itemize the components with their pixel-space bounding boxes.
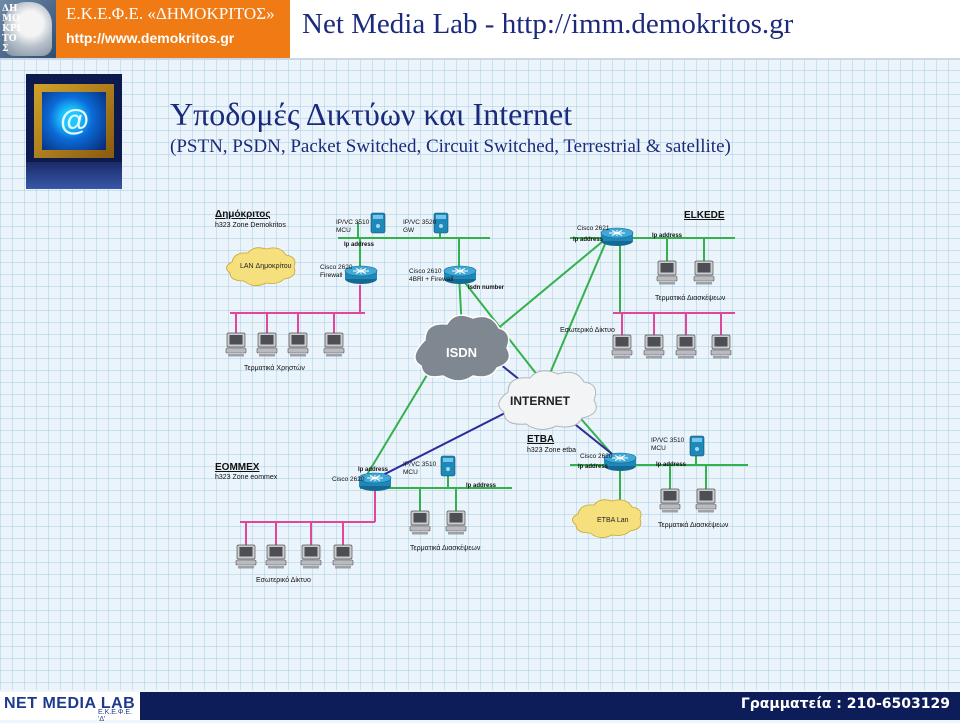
mcu-etba-label-2: MCU bbox=[651, 445, 666, 452]
mcu-demokritos-label-2: MCU bbox=[336, 227, 351, 234]
pc-eommex-5 bbox=[300, 544, 322, 569]
ip-address-elkede: Ip address bbox=[573, 237, 604, 243]
isdn-number-label: Isdn number bbox=[468, 285, 505, 291]
gw-demokritos-label-1: IP/VC 3520 bbox=[403, 219, 437, 226]
etba-terminals-label: Τερματικά Διασκέψεων bbox=[658, 521, 729, 529]
etba-lan-cloud bbox=[572, 499, 642, 538]
pc-etba-1 bbox=[659, 488, 681, 513]
link-elkede-isdn bbox=[489, 236, 609, 336]
users-terminals-label: Τερματικά Χρηστών bbox=[244, 364, 305, 372]
cisco-2621-label: Cisco 2621 bbox=[577, 225, 610, 232]
pc-eommex-3 bbox=[235, 544, 257, 569]
ip-address-etba: Ip address bbox=[578, 464, 609, 470]
pc-elkede-5 bbox=[675, 334, 697, 359]
header-bar: ΔΗ ΜΟ ΚΡΙ ΤΟ Σ Ε.Κ.Ε.Φ.Ε. «ΔΗΜΟΚΡΙΤΟΣ» h… bbox=[0, 0, 960, 60]
pc-demokritos-4 bbox=[323, 332, 345, 357]
cisco-2610-label-2: 4BRI + Firewall bbox=[409, 276, 454, 283]
mcu-demokritos-device bbox=[370, 212, 386, 234]
net-media-lab-logo: NET MEDIA LAB Ε.Κ.Ε.Φ.Ε. 'Δ' bbox=[0, 692, 140, 723]
etba-title: ETBA bbox=[527, 434, 554, 445]
slide-title: Υποδομές Δικτύων και Internet bbox=[170, 96, 573, 132]
footer-logo-sub: Ε.Κ.Ε.Φ.Ε. 'Δ' bbox=[98, 709, 132, 723]
demokritos-logo: ΔΗ ΜΟ ΚΡΙ ΤΟ Σ bbox=[0, 0, 56, 58]
lab-title: Net Media Lab - http://imm.demokritos.gr bbox=[302, 8, 794, 40]
ip-address-demokritos: Ip address bbox=[344, 242, 375, 248]
demokritos-title: Δημόκριτος bbox=[215, 209, 271, 220]
at-sign-icon: @ bbox=[60, 104, 90, 137]
pc-elkede-2 bbox=[693, 260, 715, 285]
pc-etba-2 bbox=[695, 488, 717, 513]
footer-bar: NET MEDIA LAB Ε.Κ.Ε.Φ.Ε. 'Δ' Γραμματεία … bbox=[0, 692, 960, 723]
org-name: Ε.Κ.Ε.Φ.Ε. «ΔΗΜΟΚΡΙΤΟΣ» bbox=[66, 4, 275, 23]
secretariat-phone: Γραμματεία : 210-6503129 bbox=[740, 696, 950, 712]
logo-lettering: ΔΗ ΜΟ ΚΡΙ ΤΟ Σ bbox=[2, 4, 21, 54]
elkede-title: ELKEDE bbox=[684, 210, 725, 221]
demokritos-bust-icon bbox=[4, 2, 52, 56]
etba-zone: h323 Zone etba bbox=[527, 447, 576, 454]
pc-demokritos-2 bbox=[256, 332, 278, 357]
mcu-eommex-label-1: IP/VC 3510 bbox=[403, 461, 437, 468]
pc-demokritos-1 bbox=[225, 332, 247, 357]
demokritos-zone: h323 Zone Demokritos bbox=[215, 222, 286, 229]
internal-network-eommex-label: Εσωτερικό Δίκτυο bbox=[256, 576, 311, 584]
org-url-link[interactable]: http://www.demokritos.gr bbox=[66, 30, 235, 46]
pc-eommex-4 bbox=[265, 544, 287, 569]
mcu-eommex-device bbox=[440, 455, 456, 477]
mcu-etba-device bbox=[689, 435, 705, 457]
isdn-label: ISDN bbox=[446, 345, 477, 360]
internal-network-elkede-label: Εσωτερικό Δίκτυο bbox=[560, 326, 615, 334]
cisco-2620-firewall-1: Cisco 2620 bbox=[320, 264, 353, 271]
eommex-title: EOMMEX bbox=[215, 462, 260, 473]
pc-eommex-1 bbox=[409, 510, 431, 535]
internet-cloud bbox=[498, 370, 597, 430]
eommex-zone: h323 Zone eommex bbox=[215, 474, 278, 481]
network-diagram: ISDN INTERNET LAN Δημοκρίτου ETBA Lan Δη… bbox=[215, 209, 748, 584]
mcu-etba-label-1: IP/VC 3510 bbox=[651, 437, 685, 444]
link-isdn-eommex bbox=[364, 369, 431, 479]
link-internet-eommex bbox=[376, 407, 516, 479]
lan-demokritos-label: LAN Δημοκρίτου bbox=[240, 262, 292, 270]
elkede-terminals-label: Τερματικά Διασκέψεων bbox=[655, 294, 726, 302]
ip-address-elkede-2: Ip address bbox=[652, 233, 683, 239]
etba-lan-label: ETBA Lan bbox=[597, 517, 629, 524]
lan-demokritos-cloud bbox=[226, 247, 296, 286]
eommex-terminals-label: Τερματικά Διασκέψεων bbox=[410, 544, 481, 552]
pc-elkede-3 bbox=[611, 334, 633, 359]
pc-eommex-2 bbox=[445, 510, 467, 535]
mcu-eommex-label-2: MCU bbox=[403, 469, 418, 476]
link-elkede-internet bbox=[544, 236, 609, 386]
org-banner: Ε.Κ.Ε.Φ.Ε. «ΔΗΜΟΚΡΙΤΟΣ» http://www.demok… bbox=[56, 0, 290, 58]
internet-label: INTERNET bbox=[510, 394, 571, 408]
cisco-2620-eommex-label: Cisco 2620 bbox=[332, 476, 365, 483]
pc-elkede-6 bbox=[710, 334, 732, 359]
pc-eommex-6 bbox=[332, 544, 354, 569]
cisco-2620-etba-label: Cisco 2620 bbox=[580, 453, 613, 460]
pc-elkede-1 bbox=[656, 260, 678, 285]
pc-demokritos-3 bbox=[287, 332, 309, 357]
isdn-cloud bbox=[414, 314, 511, 382]
computer-monitor-image: @ bbox=[26, 74, 122, 189]
gw-demokritos-label-2: GW bbox=[403, 227, 415, 234]
cisco-2620-firewall-2: Firewall bbox=[320, 272, 343, 279]
ip-address-etba-2: Ip address bbox=[656, 462, 687, 468]
pc-elkede-4 bbox=[643, 334, 665, 359]
mcu-demokritos-label-1: IP/VC 3510 bbox=[336, 219, 370, 226]
cisco-2610-label-1: Cisco 2610 bbox=[409, 268, 442, 275]
monitor-screen bbox=[42, 92, 106, 150]
footer-logo-text: NET MEDIA LAB bbox=[4, 695, 136, 712]
keyboard-base bbox=[26, 162, 122, 189]
slide-subtitle: (PSTN, PSDN, Packet Switched, Circuit Sw… bbox=[170, 136, 731, 157]
ip-address-eommex-2: Ip address bbox=[466, 483, 497, 489]
ip-address-eommex: Ip address bbox=[358, 467, 389, 473]
